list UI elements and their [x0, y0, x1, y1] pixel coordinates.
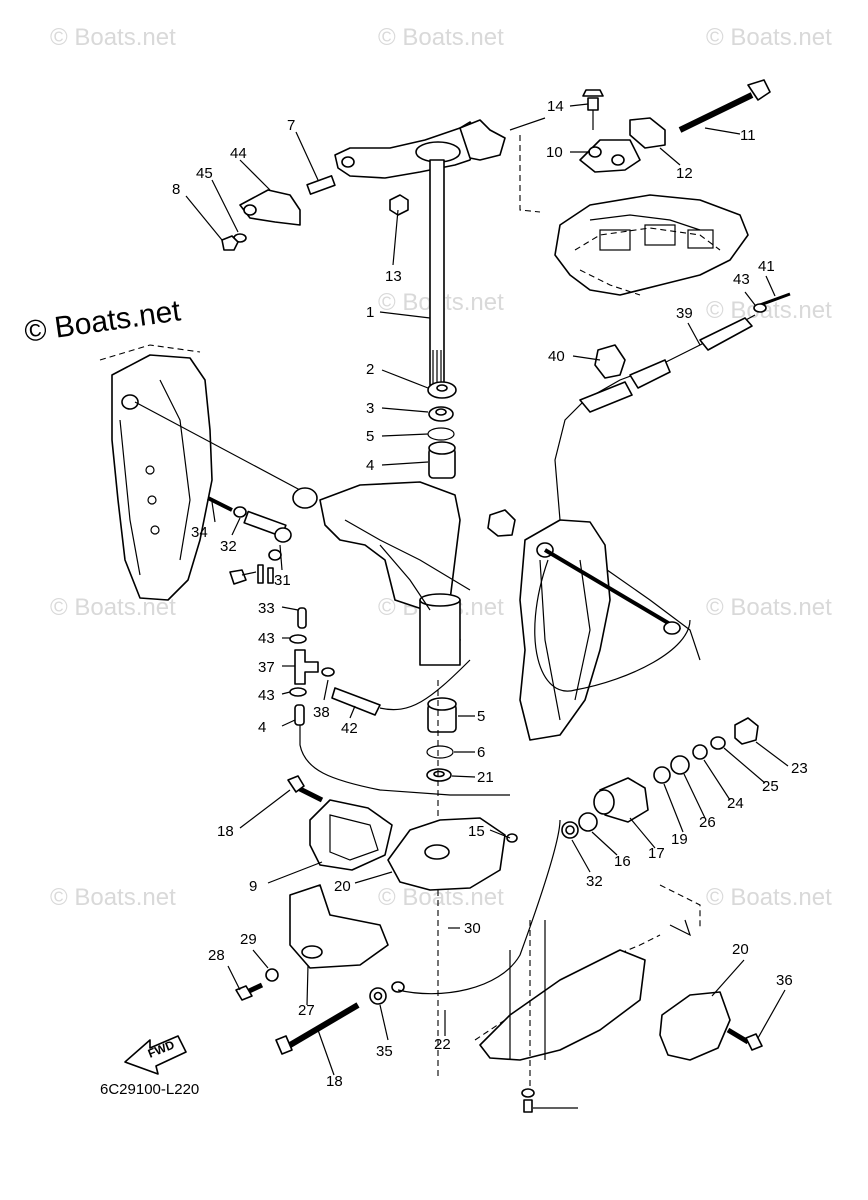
- callout-44: 44: [230, 145, 247, 162]
- callout-1: 1: [366, 304, 374, 321]
- callout-12: 12: [676, 165, 693, 182]
- steering-cable: [554, 292, 791, 661]
- callout-5: 6: [477, 744, 485, 761]
- callout-43: 43: [258, 687, 275, 704]
- lower-unit: [397, 819, 701, 1090]
- callout-16: 32: [586, 873, 603, 890]
- swivel-bracket: [292, 481, 516, 666]
- callout-23: 25: [762, 778, 779, 795]
- callout-45: 45: [196, 165, 213, 182]
- watermark: © Boats.net: [706, 884, 832, 911]
- callout-18: 20: [732, 941, 749, 958]
- watermark: © Boats.net: [50, 884, 176, 911]
- watermark-large: © Boats.net: [22, 294, 183, 349]
- callout-9: 30: [464, 920, 481, 937]
- watermark: © Boats.net: [706, 24, 832, 51]
- watermark: © Boats.net: [378, 24, 504, 51]
- watermark: © Boats.net: [706, 594, 832, 621]
- callout-32: 15: [468, 823, 485, 840]
- callout-28: 27: [298, 1002, 315, 1019]
- callout-6: 21: [477, 769, 494, 786]
- callout-39: 39: [676, 305, 693, 322]
- callout-42: 4: [258, 719, 266, 736]
- callout-11: 11: [740, 127, 756, 144]
- callout-43: 43: [733, 271, 750, 288]
- left-cover: [287, 775, 393, 871]
- callout-38: 42: [341, 720, 358, 737]
- lower-cover: [235, 884, 389, 1001]
- callout-4: 4: [366, 457, 374, 474]
- watermark: © Boats.net: [50, 24, 176, 51]
- nut: [389, 194, 409, 216]
- callout-32: 32: [220, 538, 237, 555]
- through-bolt: [275, 981, 405, 1055]
- callout-27: 35: [376, 1043, 393, 1060]
- callout-5: 5: [366, 428, 374, 445]
- callout-3: 3: [366, 400, 374, 417]
- callout-30: 29: [240, 931, 257, 948]
- callout-14: 14: [547, 98, 564, 115]
- steering-arm: [334, 119, 506, 179]
- diagram-code: 6C29100-L220: [100, 1081, 199, 1098]
- upper-casing: [509, 117, 749, 296]
- bolt-and-bracket: [221, 175, 336, 251]
- watermarks: © Boats.net © Boats.net © Boats.net © Bo…: [22, 24, 832, 911]
- callout-21: 23: [791, 760, 808, 777]
- callout-13: 13: [385, 268, 402, 285]
- callout-10: 10: [546, 144, 563, 161]
- callout-40: 40: [548, 348, 565, 365]
- callout-19: 17: [648, 845, 665, 862]
- lower-bushes: [426, 697, 457, 782]
- callout-18: 9: [249, 878, 257, 895]
- callout-8: 8: [172, 181, 180, 198]
- upper-washers: [427, 381, 457, 479]
- clamp-bracket-right: [519, 519, 691, 741]
- callout-25: 24: [727, 795, 744, 812]
- callout-2: 2: [366, 361, 374, 378]
- callout-24: 26: [699, 814, 716, 831]
- callout-22: 18: [326, 1073, 343, 1090]
- fwd-arrow: FWD: [124, 1035, 187, 1075]
- callout-17: 16: [614, 853, 631, 870]
- grease-nipple: [521, 1088, 578, 1113]
- callout-43: 43: [258, 630, 275, 647]
- steering-shaft: [429, 159, 445, 386]
- steering-plate: [387, 817, 518, 891]
- callout-7: 7: [287, 117, 295, 134]
- long-bolt: [678, 79, 771, 133]
- grease-fittings: [207, 496, 510, 796]
- clamp-assembly: [579, 89, 666, 173]
- callout-41: 41: [758, 258, 775, 275]
- leader-lines: [185, 103, 789, 1076]
- callout-35: 22: [434, 1036, 451, 1053]
- tilt-stop-parts: [561, 717, 759, 839]
- callout-15: 20: [334, 878, 351, 895]
- callout-37: 37: [258, 659, 275, 676]
- callout-33: 33: [258, 600, 275, 617]
- right-cover: [659, 991, 763, 1061]
- callout-34: 34: [191, 524, 208, 541]
- callout-20: 36: [776, 972, 793, 989]
- callout-29: 28: [208, 947, 225, 964]
- callout-labels: 1 2 3 5 4 7 44 45 8 13 14 10 11 12 43 41…: [172, 98, 808, 1090]
- clamp-bracket-left: [99, 344, 301, 601]
- callout-26: 19: [671, 831, 688, 848]
- callout-31: 31: [274, 572, 291, 589]
- callout-43: 38: [313, 704, 330, 721]
- callout-4: 5: [477, 708, 485, 725]
- callout-20: 18: [217, 823, 234, 840]
